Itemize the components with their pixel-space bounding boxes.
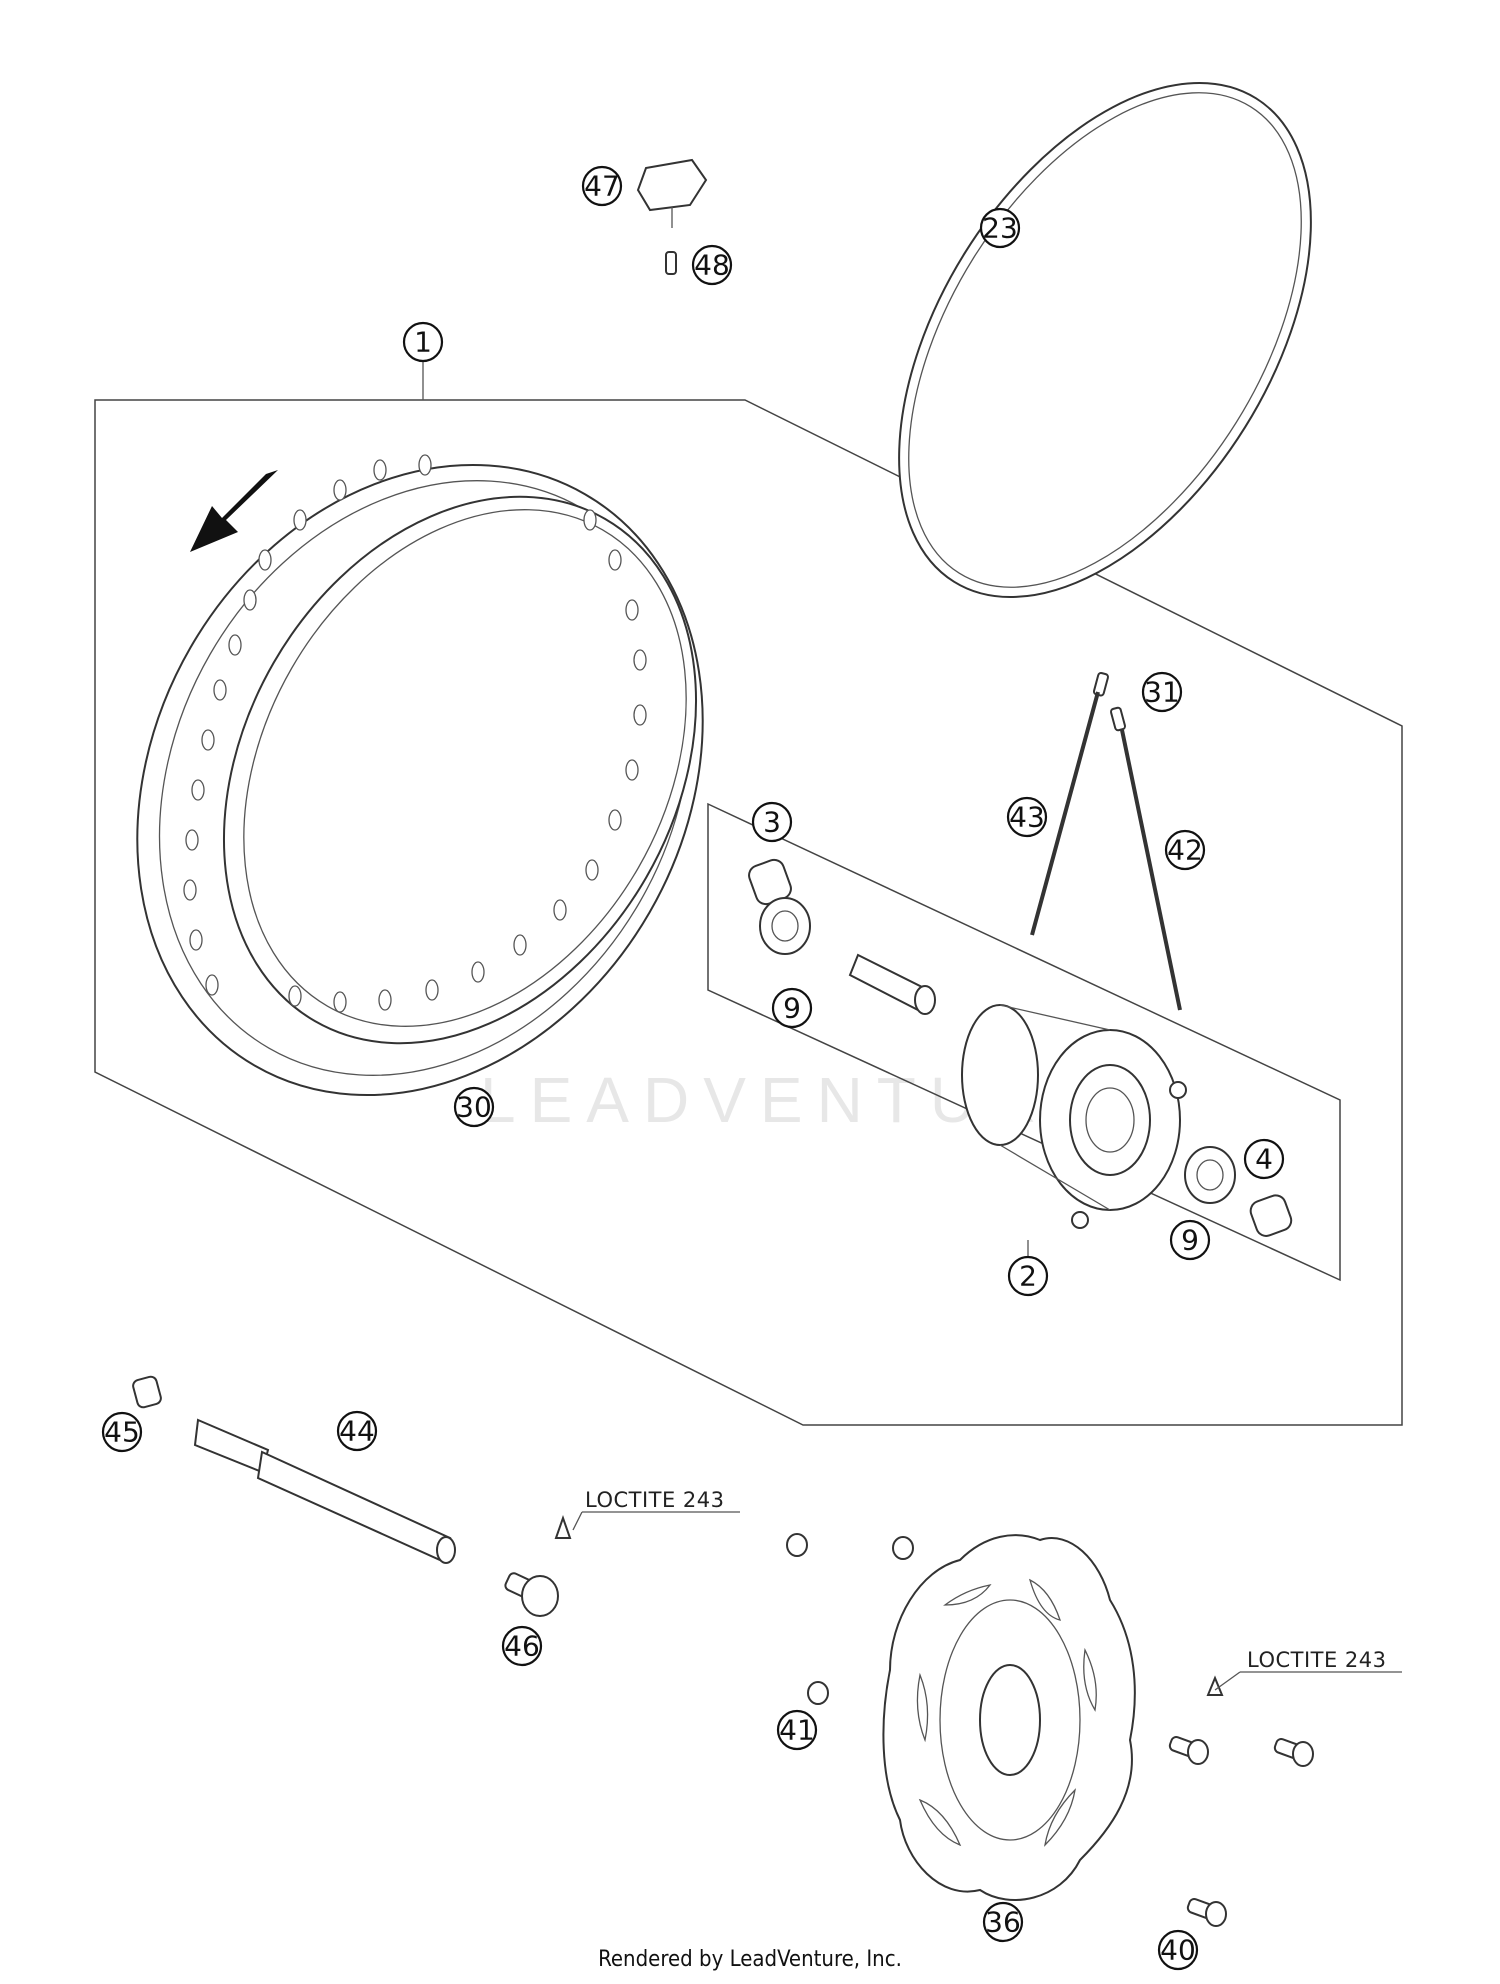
rim-tape-part: [898, 81, 1312, 599]
brake-disc-part: [882, 1534, 1136, 1901]
svg-text:44: 44: [339, 1415, 375, 1448]
hub-assembly-boundary: [707, 802, 1341, 1282]
svg-text:47: 47: [584, 170, 620, 203]
spoke-long-part: [1120, 729, 1182, 1011]
bearing-left-part: [759, 897, 811, 955]
callout-45: 45: [101, 1411, 143, 1453]
svg-text:43: 43: [1009, 801, 1045, 834]
svg-text:1: 1: [414, 326, 432, 359]
callout-1: 1: [402, 321, 444, 363]
svg-text:41: 41: [779, 1714, 815, 1747]
svg-text:4: 4: [1255, 1143, 1273, 1176]
callout-48: 48: [691, 244, 733, 286]
front-axle-part: [193, 1418, 456, 1564]
axle-bolt-part: [504, 1514, 572, 1617]
svg-text:40: 40: [1160, 1934, 1196, 1967]
hub-sleeve-part: [848, 953, 936, 1015]
svg-text:9: 9: [1181, 1224, 1199, 1257]
bearing-right-part: [1184, 1146, 1236, 1204]
svg-text:30: 30: [456, 1091, 492, 1124]
svg-text:42: 42: [1167, 834, 1203, 867]
svg-text:45: 45: [104, 1416, 140, 1449]
spoke-short-part: [1030, 691, 1100, 936]
valve-cap-part: [636, 158, 708, 228]
callout-36: 36: [982, 1901, 1024, 1943]
callout-44: 44: [336, 1410, 378, 1452]
callout-2: 2: [1007, 1255, 1049, 1297]
svg-text:31: 31: [1144, 676, 1180, 709]
callout-41: 41: [776, 1709, 818, 1751]
callout-43: 43: [1006, 796, 1048, 838]
callout-4: 4: [1243, 1138, 1285, 1180]
svg-text:46: 46: [504, 1630, 540, 1663]
callout-40: 40: [1157, 1929, 1199, 1971]
svg-text:23: 23: [982, 212, 1018, 245]
callout-23: 23: [979, 207, 1021, 249]
loctite-note-left: LOCTITE 243: [585, 1488, 725, 1512]
callout-9a: 9: [771, 987, 813, 1029]
valve-core-part: [665, 251, 677, 275]
footer-credit: Rendered by LeadVenture, Inc.: [598, 1947, 902, 1972]
callout-30: 30: [453, 1086, 495, 1128]
leader-lines: [422, 360, 1402, 1691]
wheel-assembly-boundary: [94, 399, 1403, 1426]
rim-part: [136, 454, 704, 1097]
axle-nut-part: [132, 1375, 162, 1409]
callout-47: 47: [581, 165, 623, 207]
rotation-direction-arrow-icon: [190, 470, 278, 552]
loctite-note-right: LOCTITE 243: [1247, 1648, 1387, 1672]
svg-text:3: 3: [763, 806, 781, 839]
svg-text:48: 48: [694, 249, 730, 282]
wheel-hub-part: [961, 1004, 1187, 1229]
svg-text:2: 2: [1019, 1260, 1037, 1293]
callout-42: 42: [1164, 829, 1206, 871]
disc-nut-part: [786, 1533, 914, 1705]
svg-text:36: 36: [985, 1906, 1021, 1939]
svg-text:9: 9: [783, 992, 801, 1025]
spoke-nipple-part: [1092, 672, 1127, 732]
disc-bolt-part: [1168, 1675, 1314, 1927]
callout-3: 3: [751, 801, 793, 843]
callout-46: 46: [501, 1625, 543, 1667]
callout-9b: 9: [1169, 1219, 1211, 1261]
spacer-right-part: [1249, 1194, 1293, 1237]
callout-31: 31: [1141, 671, 1183, 713]
